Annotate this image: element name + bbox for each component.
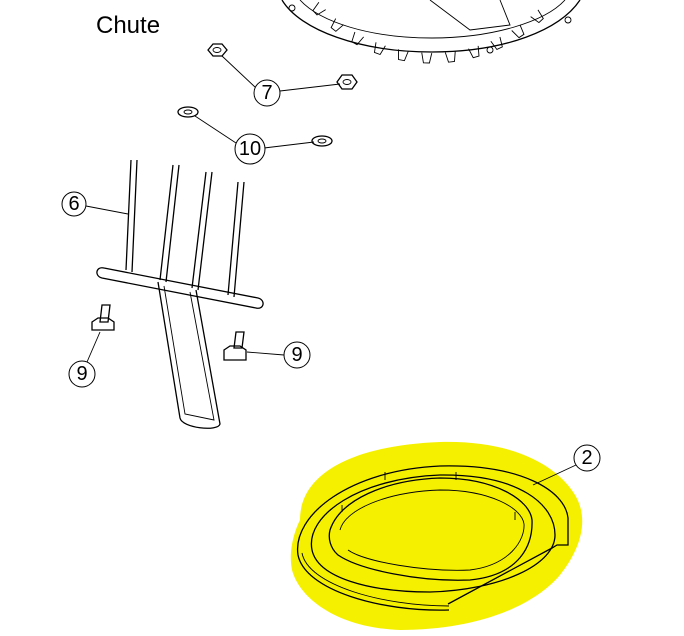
callout-6[interactable]: 6 (61, 191, 129, 217)
nut-icon (336, 74, 358, 90)
chute-ring (296, 465, 569, 611)
washer-icon (311, 135, 333, 147)
sprocket-tooth (421, 52, 433, 64)
svg-text:2: 2 (581, 447, 592, 469)
sprocket-tooth (511, 24, 525, 39)
sprocket-tooth (444, 51, 456, 63)
callout-10[interactable]: 10 (194, 115, 315, 165)
svg-text:9: 9 (76, 363, 87, 385)
nut-icon (207, 43, 228, 57)
washer-icon (177, 106, 199, 118)
sprocket-tooth (312, 2, 326, 16)
sprocket-tooth (373, 42, 386, 56)
diagram-title: Chute (96, 12, 161, 39)
callout-2[interactable]: 2 (532, 444, 601, 486)
svg-text:10: 10 (239, 138, 261, 160)
highlight-marker (290, 441, 583, 630)
wire-frame (96, 159, 264, 429)
bolt-icon (223, 331, 247, 361)
svg-text:7: 7 (261, 82, 272, 104)
sprocket-tooth (351, 31, 364, 46)
sprocket-tooth (490, 36, 503, 51)
sprocket-tooth (398, 49, 409, 62)
sprocket (281, 0, 581, 64)
callout-9-left[interactable]: 9 (68, 331, 101, 388)
sprocket-tooth (530, 9, 544, 24)
svg-text:6: 6 (68, 193, 79, 215)
bolt-icon (91, 304, 115, 331)
callout-7[interactable]: 7 (221, 55, 341, 107)
sprocket-tooth (330, 18, 344, 32)
callout-9-right[interactable]: 9 (246, 341, 311, 369)
svg-text:9: 9 (291, 344, 302, 366)
sprocket-tooth (468, 45, 480, 59)
